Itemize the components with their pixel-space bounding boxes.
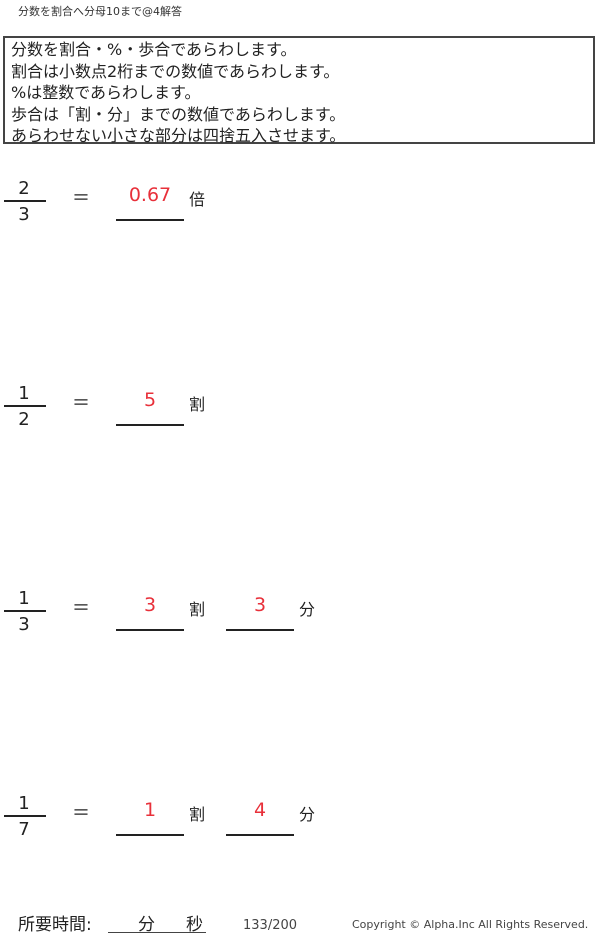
answer-unit: 割 [189,600,206,619]
fraction-bar [4,200,46,202]
seconds-label: 秒 [186,915,203,935]
problem-row: 1 7 ＝ 1 割 4 分 [0,793,600,871]
instructions-box: 分数を割合・%・歩合であらわします。 割合は小数点2桁までの数値であらわします。… [3,36,595,145]
answer-unit: 分 [299,600,316,619]
answer-unit: 分 [299,805,316,824]
answer-value: 4 [253,799,267,821]
fraction-bar [4,610,46,612]
equals-sign: ＝ [72,598,90,619]
answer-value: 1 [143,799,157,821]
copyright: Copyright © Alpha.Inc All Rights Reserve… [352,918,589,931]
answer-unit: 割 [189,395,206,414]
answer-unit: 倍 [189,190,206,209]
answer-value: 3 [253,594,267,616]
answer-underline [116,629,184,631]
answer-underline [116,834,184,836]
problem-row: 1 2 ＝ 5 割 [0,383,600,461]
page-number: 133/200 [243,918,298,933]
fraction-bar [4,405,46,407]
minutes-label: 分 [138,915,155,935]
time-label: 所要時間: [18,915,92,935]
numerator: 2 [18,178,30,199]
fraction-bar [4,815,46,817]
time-underline [108,932,206,933]
answer-value: 3 [143,594,157,616]
equals-sign: ＝ [72,393,90,414]
instruction-line: %は整数であらわします。 [11,83,201,102]
answer-value: 5 [143,389,157,411]
denominator: 3 [18,614,30,635]
numerator: 1 [18,793,30,814]
answer-underline [226,834,294,836]
answer-underline [226,629,294,631]
instruction-line: 歩合は「割・分」までの数値であらわします。 [11,104,346,124]
equals-sign: ＝ [72,803,90,824]
answer-underline [116,219,184,221]
instruction-line: 分数を割合・%・歩合であらわします。 [11,40,297,59]
answer-underline [116,424,184,426]
equals-sign: ＝ [72,188,90,209]
numerator: 1 [18,588,30,609]
denominator: 2 [18,409,30,430]
problem-row: 1 3 ＝ 3 割 3 分 [0,588,600,666]
problem-row: 2 3 ＝ 0.67 倍 [0,178,600,256]
instruction-line: あらわせない小さな部分は四捨五入させます。 [11,126,346,145]
denominator: 7 [18,819,30,840]
answer-value: 0.67 [128,184,172,206]
answer-unit: 割 [189,805,206,824]
denominator: 3 [18,204,30,225]
numerator: 1 [18,383,30,404]
worksheet-title: 分数を割合へ分母10まで@4解答 [18,5,182,18]
instruction-line: 割合は小数点2桁までの数値であらわします。 [11,61,340,81]
